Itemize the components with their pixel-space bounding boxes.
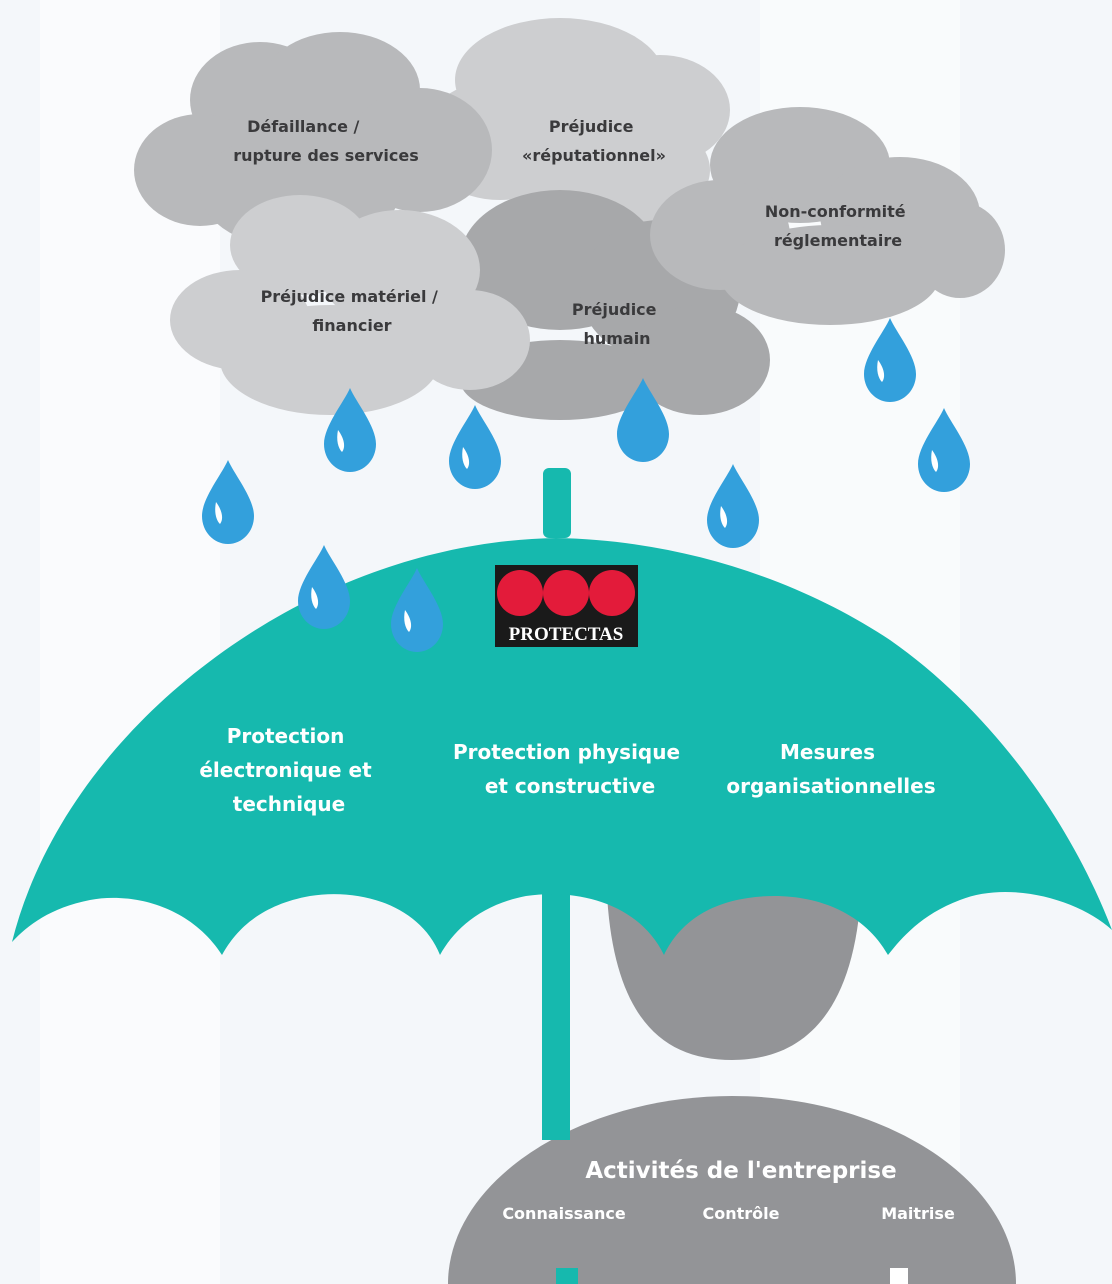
umbrella-shaft: [542, 880, 570, 1140]
umbrella-tip: [543, 468, 571, 538]
umbrella-canopy: [12, 538, 1112, 955]
drop-highlights: [215, 360, 939, 632]
cloud-materiel: [170, 195, 530, 415]
activity-label-controle: Contrôle: [703, 1204, 780, 1223]
activity-bar-1: [556, 1268, 578, 1284]
section-label-organisation: Mesures organisationnelles: [726, 740, 935, 798]
activity-label-connaissance: Connaissance: [502, 1204, 626, 1223]
umbrella: [12, 468, 1112, 955]
person-body: [448, 1096, 1016, 1284]
logo-text: PROTECTAS: [509, 624, 624, 645]
cloud-label-humain: Préjudice humain: [572, 300, 662, 348]
activities-title: Activités de l'entreprise: [585, 1158, 896, 1184]
logo-dot-2: [543, 570, 589, 616]
section-label-physique: Protection physique et constructive: [453, 740, 687, 798]
cloud-label-defaillance: Défaillance / rupture des services: [233, 117, 419, 165]
cloud-label-reputation: Préjudice «réputationnel»: [522, 117, 666, 165]
logo-dot-1: [497, 570, 543, 616]
person-figure: [448, 760, 1016, 1284]
cloud-conformite: [650, 107, 1005, 325]
activity-label-maitrise: Maitrise: [881, 1204, 955, 1223]
section-label-electronique: Protection électronique et technique: [199, 724, 378, 816]
cloud-label-materiel: Préjudice matériel / financier: [261, 287, 444, 335]
logo-dot-3: [589, 570, 635, 616]
cloud-label-conformite: Non-conformité réglementaire: [765, 202, 911, 250]
protectas-logo: PROTECTAS: [495, 565, 638, 647]
activity-bar-2: [890, 1268, 908, 1284]
